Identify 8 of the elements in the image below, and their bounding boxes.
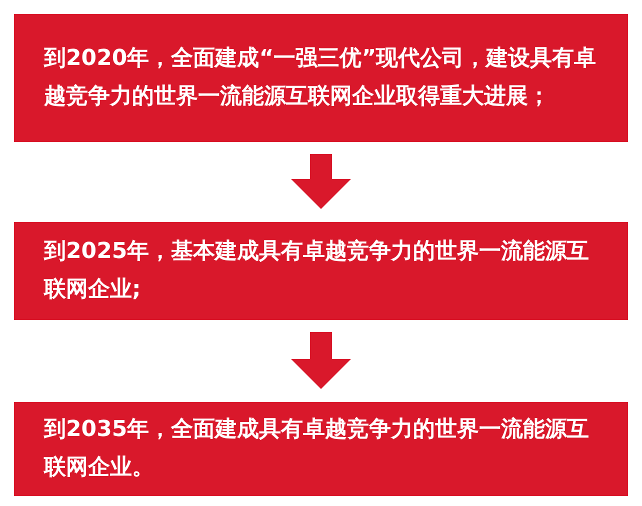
down-arrow <box>291 154 351 209</box>
text-box <box>14 222 628 320</box>
milestone-text: 到2025年，基本建成具有卓越竞争力的世界一流能源互联网企业; <box>44 238 590 304</box>
text-box <box>14 14 628 142</box>
milestone-text: 到2020年，全面建成“一强三优”现代公司，建设具有卓越竞争力的世界一流能源互联网企业取得重大进展； <box>44 45 598 111</box>
text-box <box>14 402 628 496</box>
down-arrow <box>291 332 351 389</box>
milestone-text: 到2035年，全面建成具有卓越竞争力的世界一流能源互联网企业。 <box>44 416 590 482</box>
